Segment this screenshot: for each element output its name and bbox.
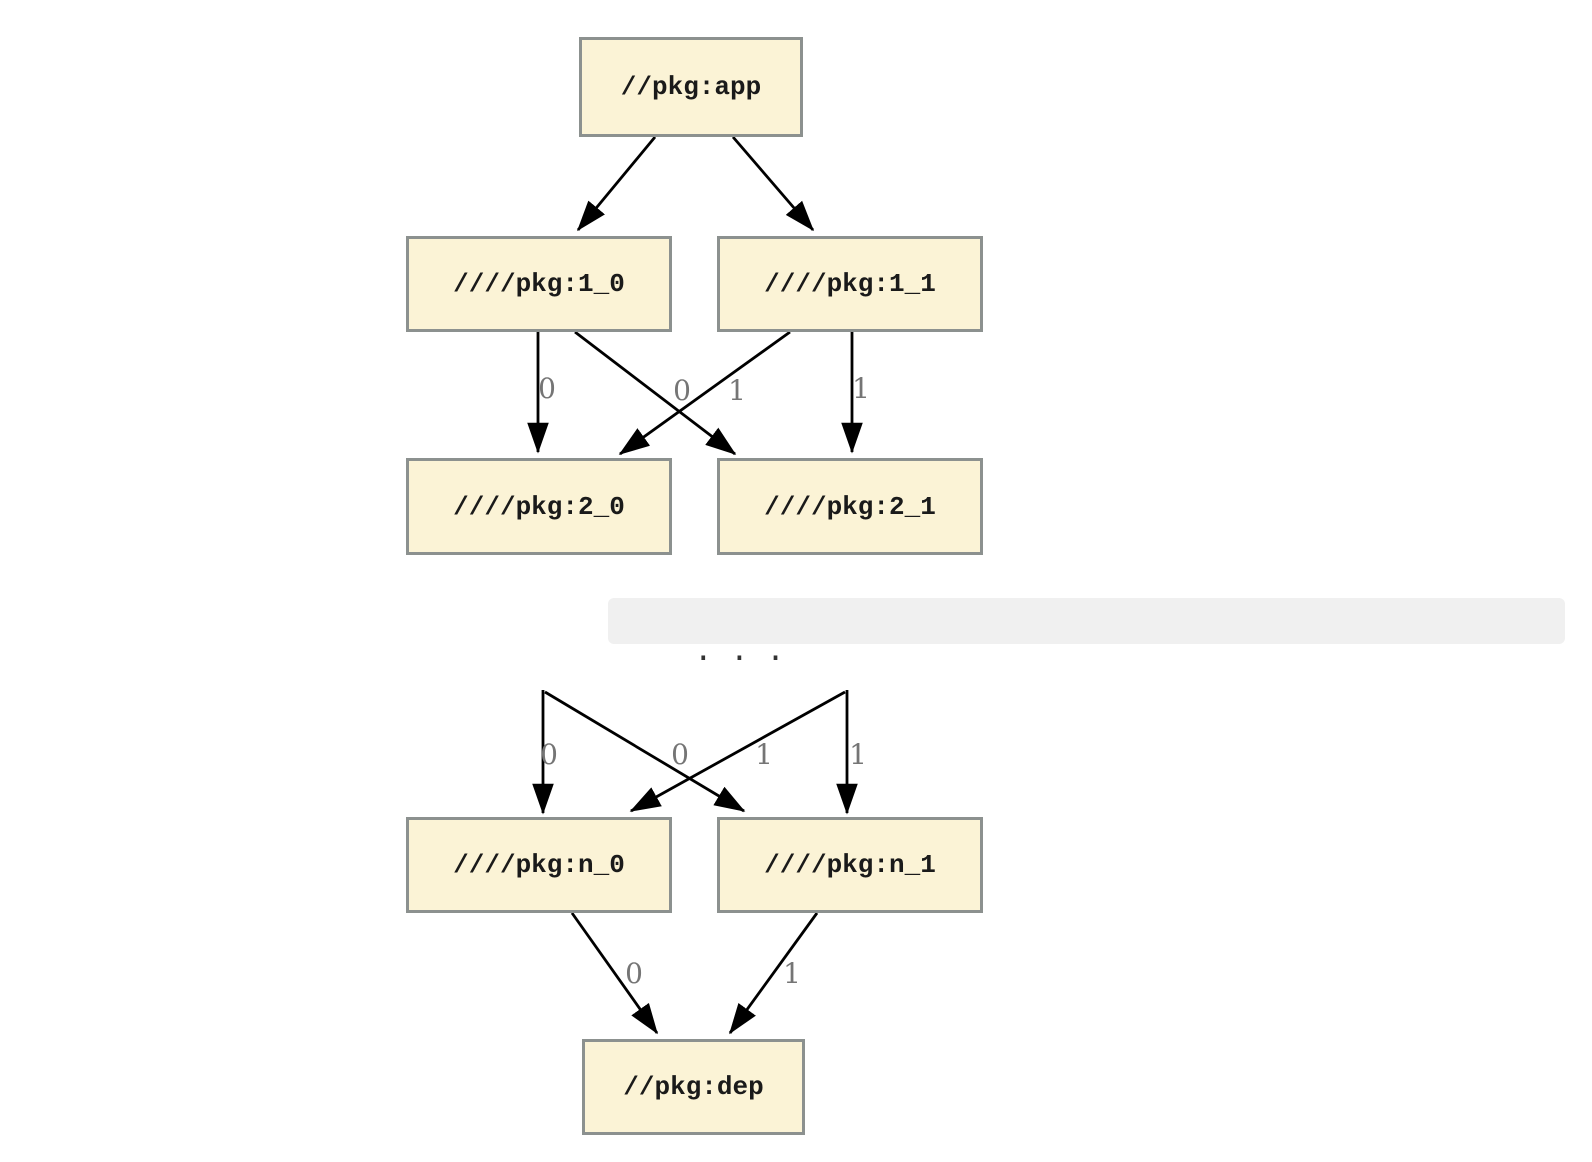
edge-label: 1 (728, 374, 746, 407)
node-pkg-n_1: ////pkg:n_1 (717, 817, 983, 913)
edge-hidden-right-to-n_0 (629, 690, 846, 813)
edge-label: 0 (673, 374, 691, 407)
node-pkg-1_1: ////pkg:1_1 (717, 236, 983, 332)
node-pkg-1_0: ////pkg:1_0 (406, 236, 672, 332)
edge-n_0-to-dep (570, 912, 659, 1035)
edge-label: 1 (849, 738, 867, 771)
node-pkg-n_0: ////pkg:n_0 (406, 817, 672, 913)
edge-label: 1 (755, 738, 773, 771)
edge-1_0-to-2_1 (574, 330, 737, 456)
edge-label: 0 (671, 738, 689, 771)
node-pkg-2_0: ////pkg:2_0 (406, 458, 672, 555)
node-pkg-2_1: ////pkg:2_1 (717, 458, 983, 555)
edge-label: 1 (852, 372, 870, 405)
edge-n_1-to-dep (728, 912, 819, 1035)
node-pkg-dep: //pkg:dep (582, 1039, 805, 1135)
edge-label: 0 (538, 372, 556, 405)
node-pkg-app: //pkg:app (579, 37, 803, 137)
edge-label: 0 (625, 957, 643, 990)
ellipsis-code-bar: . . . (608, 598, 1565, 666)
edge-1_1-to-2_0 (618, 330, 791, 456)
edge-app-to-1_0 (576, 136, 657, 232)
edge-hidden-left-to-n_1 (544, 690, 746, 813)
edge-label: 1 (783, 957, 801, 990)
edge-label: 0 (540, 738, 558, 771)
edge-app-to-1_1 (731, 136, 815, 232)
ellipsis-dots: . . . (694, 633, 785, 668)
